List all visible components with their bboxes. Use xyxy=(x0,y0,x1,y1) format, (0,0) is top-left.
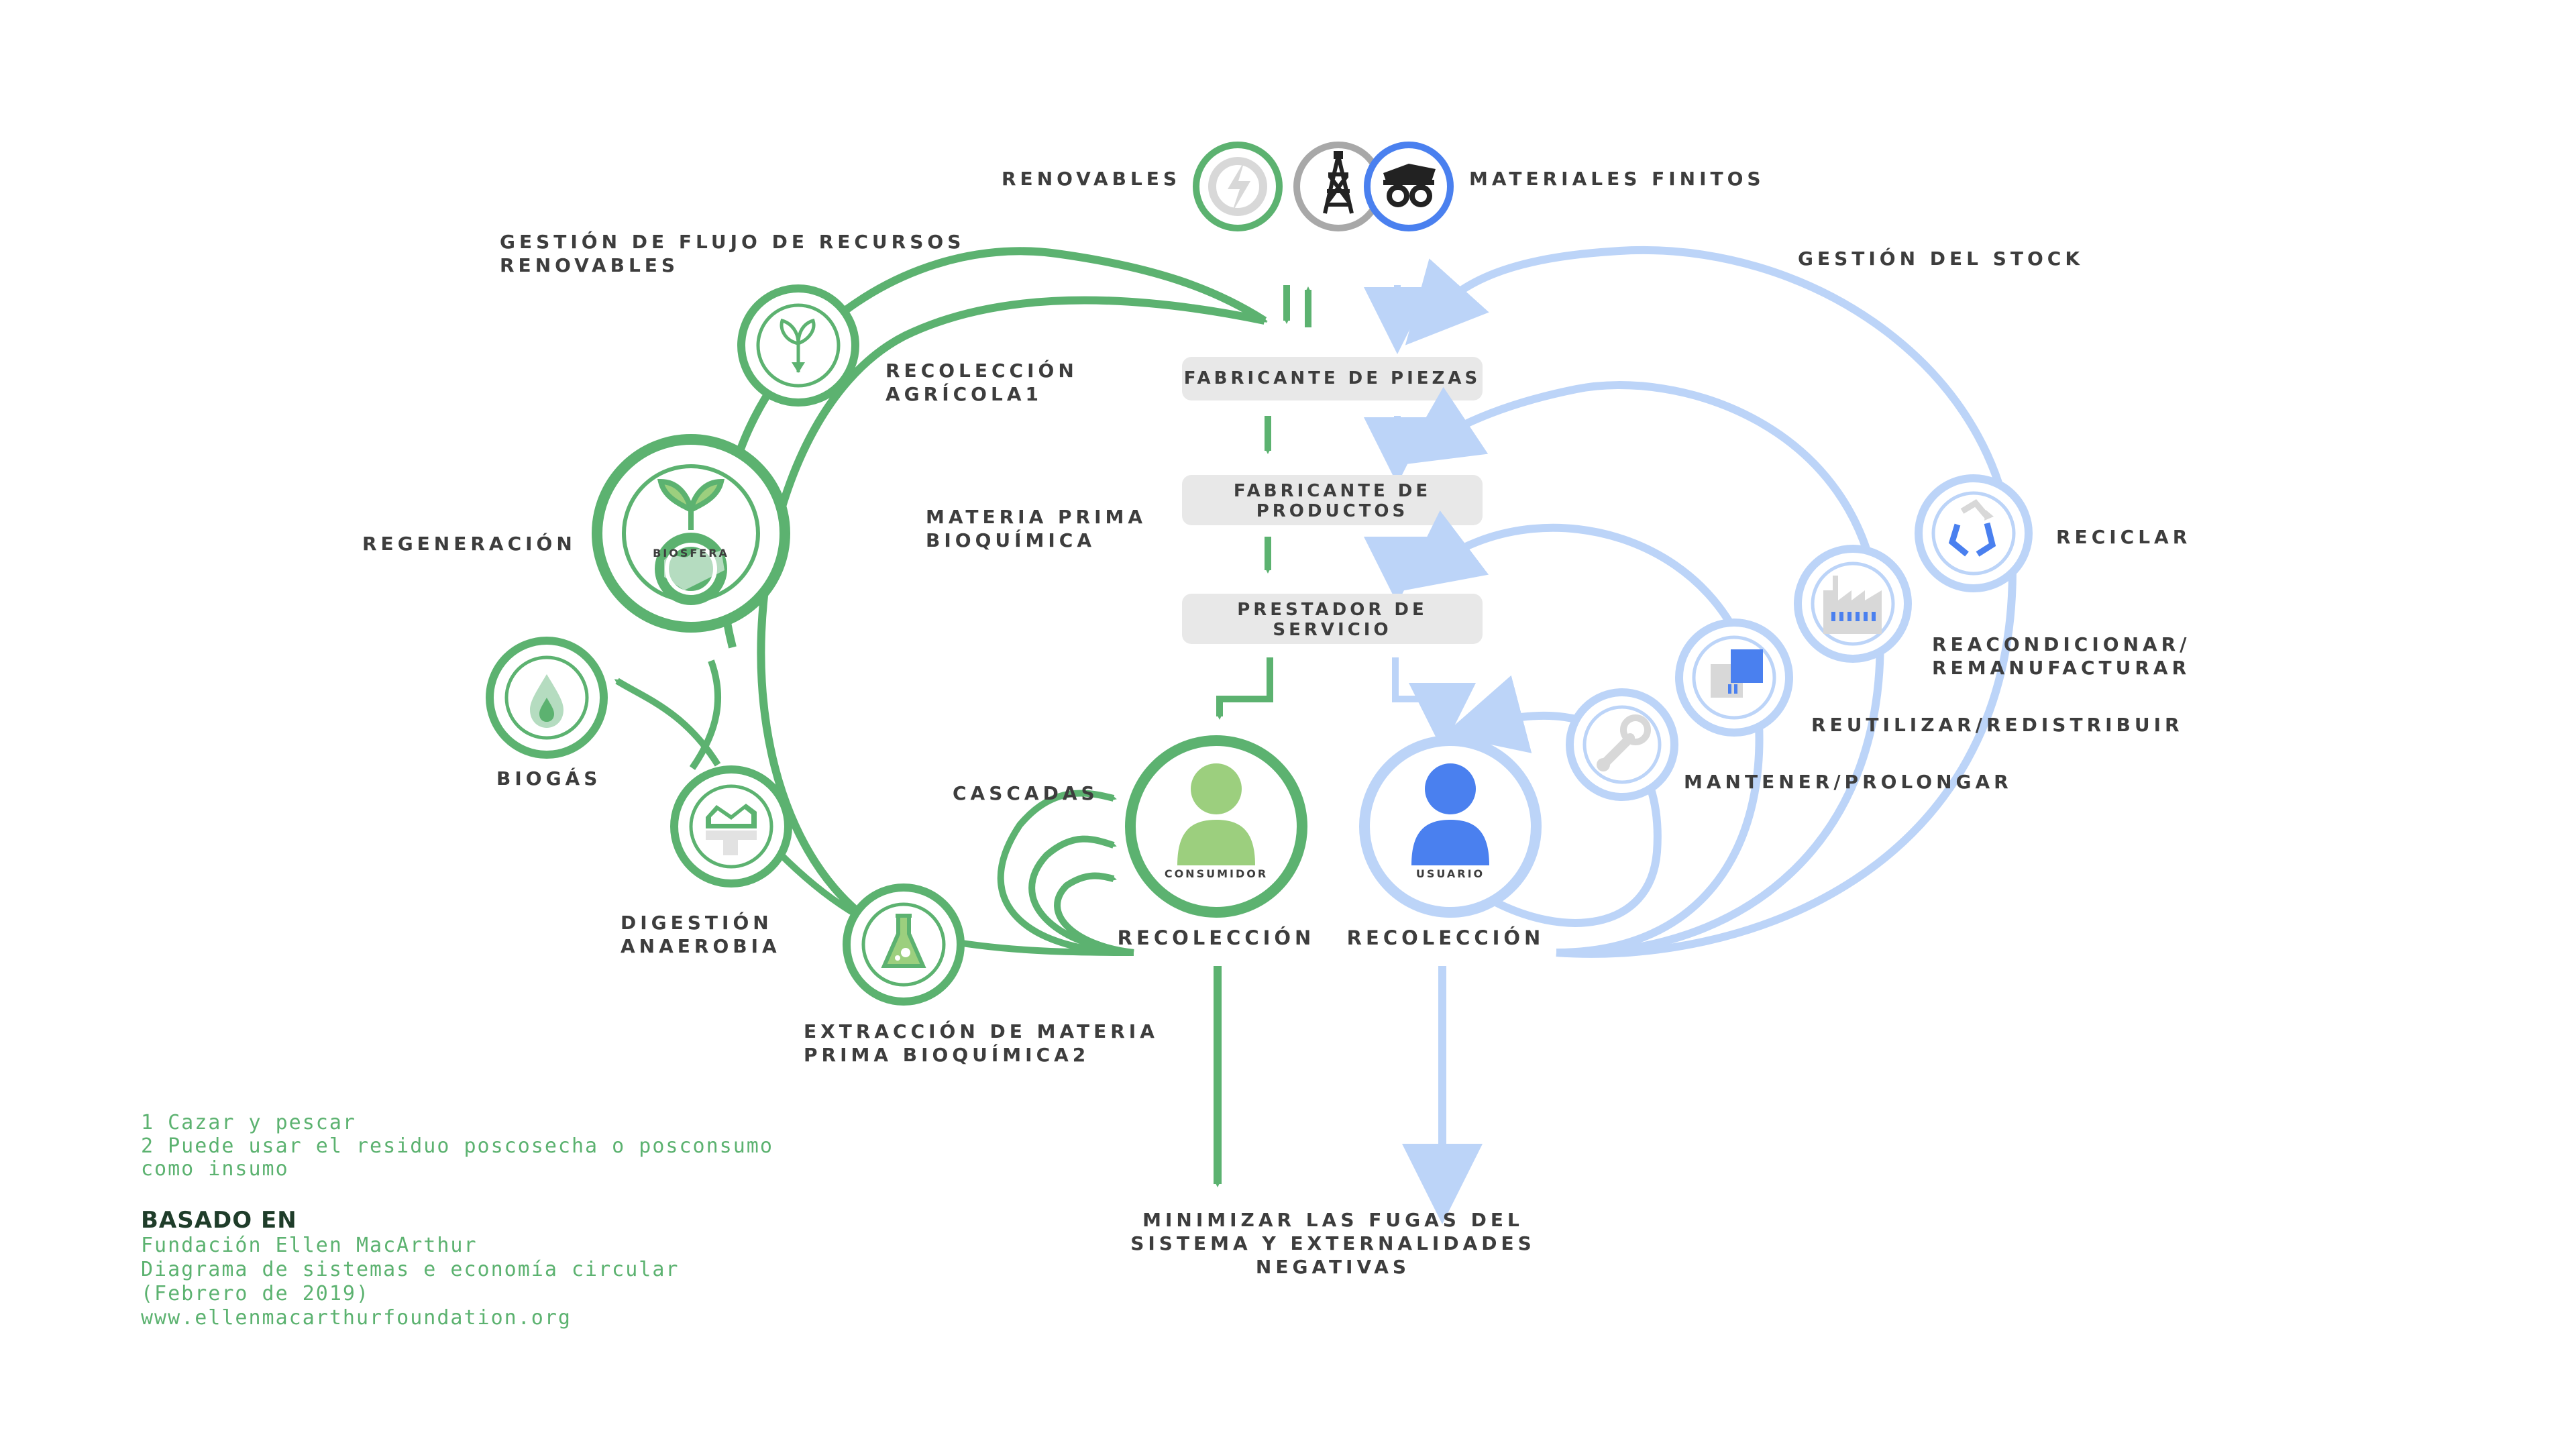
label-reciclar: RECICLAR xyxy=(2056,526,2191,548)
footnote-2-line2: como insumo xyxy=(141,1157,289,1181)
box-prestador-servicio xyxy=(1182,594,1483,644)
wrench-icon xyxy=(1566,688,1678,801)
remanufacture-loop xyxy=(1399,381,1884,957)
flask-icon xyxy=(843,883,965,1006)
digester-icon xyxy=(670,765,792,888)
label-cascadas: CASCADAS xyxy=(953,782,1099,804)
sprout-icon xyxy=(737,284,859,407)
label-recoleccion-agricola-1: RECOLECCIÓN xyxy=(885,359,1078,382)
label-extraccion-2: PRIMA BIOQUÍMICA2 xyxy=(804,1043,1089,1066)
source-line-3: (Febrero de 2019) xyxy=(141,1282,370,1305)
label-reacondicionar-1: REACONDICIONAR/ xyxy=(1932,633,2190,655)
label-minimizar-1: MINIMIZAR LAS FUGAS DEL xyxy=(1142,1209,1523,1231)
label-reutilizar: REUTILIZAR/REDISTRIBUIR xyxy=(1811,714,2184,736)
footnote-2-line1: 2 Puede usar el residuo poscosecha o pos… xyxy=(141,1134,773,1158)
label-biosfera: BIOSFERA xyxy=(653,547,729,559)
renewable-up-down-arrows xyxy=(1283,285,1311,327)
label-biogas: BIOGÁS xyxy=(496,767,601,790)
footnote-1: 1 Cazar y pescar xyxy=(141,1111,356,1134)
digestion-to-biogas-arrow xyxy=(614,678,721,767)
label-digestion-1: DIGESTIÓN xyxy=(621,911,773,934)
label-renovables: RENOVABLES xyxy=(1002,168,1181,190)
globe-plant-icon xyxy=(592,434,790,633)
label-materia-prima-2: BIOQUÍMICA xyxy=(926,529,1095,551)
label-minimizar-3: NEGATIVAS xyxy=(1256,1256,1410,1278)
label-fabricante-productos-2: PRODUCTOS xyxy=(1256,501,1409,521)
label-regeneracion: REGENERACIÓN xyxy=(362,532,576,555)
label-gestion-stock: GESTIÓN DEL STOCK xyxy=(1798,247,2084,270)
recycle-icon xyxy=(1915,474,2033,592)
label-reacondicionar-2: REMANUFACTURAR xyxy=(1932,657,2190,679)
renewable-energy-icon xyxy=(1193,142,1283,231)
label-recoleccion-agricola-2: AGRÍCOLA1 xyxy=(885,382,1042,405)
source-line-1: Fundación Ellen MacArthur xyxy=(141,1234,478,1257)
label-recoleccion-left: RECOLECCIÓN xyxy=(1118,926,1316,949)
recycle-loop xyxy=(1405,246,2017,958)
label-digestion-2: ANAEROBIA xyxy=(621,935,781,957)
label-prestador-1: PRESTADOR DE xyxy=(1237,600,1428,620)
label-recoleccion-right: RECOLECCIÓN xyxy=(1347,926,1545,949)
source-line-2: Diagrama de sistemas e economía circular xyxy=(141,1258,679,1281)
label-gestion-flujo-1: GESTIÓN DE FLUJO DE RECURSOS xyxy=(500,230,965,253)
label-materiales-finitos: MATERIALES FINITOS xyxy=(1469,168,1765,190)
label-prestador-2: SERVICIO xyxy=(1273,620,1391,640)
label-mantener: MANTENER/PROLONGAR xyxy=(1684,771,2012,793)
drop-icon xyxy=(486,637,608,759)
arrow-servicio-consumidor xyxy=(1216,657,1273,720)
cascades-arrows xyxy=(997,790,1134,956)
user-person-icon xyxy=(1359,735,1542,918)
label-gestion-flujo-2: RENOVABLES xyxy=(500,254,679,276)
source-line-4: www.ellenmacarthurfoundation.org xyxy=(141,1306,572,1330)
digestion-to-biosphere-line xyxy=(689,659,722,770)
consumer-person-icon xyxy=(1125,735,1307,918)
factory-icon xyxy=(1794,545,1912,663)
label-materia-prima-1: MATERIA PRIMA xyxy=(926,506,1146,528)
label-extraccion-1: EXTRACCIÓN DE MATERIA xyxy=(804,1020,1159,1042)
boxes-icon xyxy=(1675,619,1793,737)
label-consumidor: CONSUMIDOR xyxy=(1165,867,1268,880)
arrow-servicio-usuario xyxy=(1392,657,1476,750)
basado-en-heading: BASADO EN xyxy=(141,1207,297,1234)
mining-truck-icon xyxy=(1364,142,1454,231)
label-fabricante-productos-1: FABRICANTE DE xyxy=(1234,481,1431,501)
label-usuario: USUARIO xyxy=(1416,867,1485,880)
label-fabricante-piezas: FABRICANTE DE PIEZAS xyxy=(1184,368,1481,388)
label-minimizar-2: SISTEMA Y EXTERNALIDADES xyxy=(1130,1232,1536,1254)
